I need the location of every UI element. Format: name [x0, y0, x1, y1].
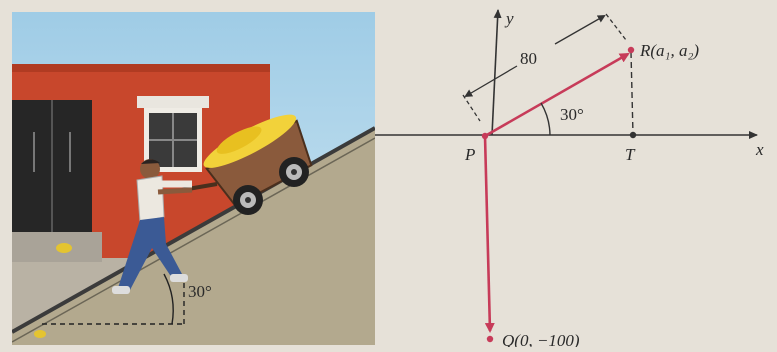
- angle-label: 30°: [560, 105, 584, 124]
- dimension-extension-R: [605, 13, 627, 41]
- point-P: [481, 132, 489, 140]
- point-T-label: T: [625, 145, 636, 164]
- cart-wheel-front: [279, 157, 309, 187]
- photo-scene: 30°: [12, 12, 375, 345]
- window-lintel: [137, 96, 209, 108]
- photo-angle-arc: [163, 273, 174, 325]
- dimension-arrow-left: [464, 65, 518, 98]
- person-pushing: [112, 159, 193, 294]
- point-T: [629, 131, 637, 139]
- photo-illustration: 30°: [12, 12, 375, 345]
- dimension-arrow-right: [554, 15, 606, 45]
- point-P-label: P: [464, 145, 475, 164]
- vector-diagram: x y 80 30° P T: [375, 0, 777, 350]
- vector-diagram-svg: x y 80 30° P T: [375, 9, 764, 350]
- x-axis-label: x: [755, 140, 764, 159]
- person-legs: [118, 217, 182, 290]
- angle-arc: [540, 102, 551, 136]
- point-R-label: R(a₁, a₂): [639, 41, 699, 60]
- dashed-line-RT: [630, 51, 634, 136]
- y-axis-label: y: [504, 9, 514, 28]
- cart: [203, 114, 313, 207]
- point-Q-label: Q(0, −100): [502, 331, 580, 347]
- point-Q: [486, 335, 494, 343]
- vector-PR: [484, 52, 630, 138]
- dimension-extension-P: [462, 94, 481, 122]
- point-R: [627, 46, 635, 54]
- ramp-edge: [12, 126, 375, 334]
- length-label: 80: [520, 49, 537, 68]
- y-axis: [491, 9, 502, 136]
- cart-wheel-rear: [233, 185, 263, 215]
- person-head: [140, 159, 160, 179]
- vector-PQ: [483, 135, 495, 333]
- photo-angle-label: 30°: [188, 282, 212, 301]
